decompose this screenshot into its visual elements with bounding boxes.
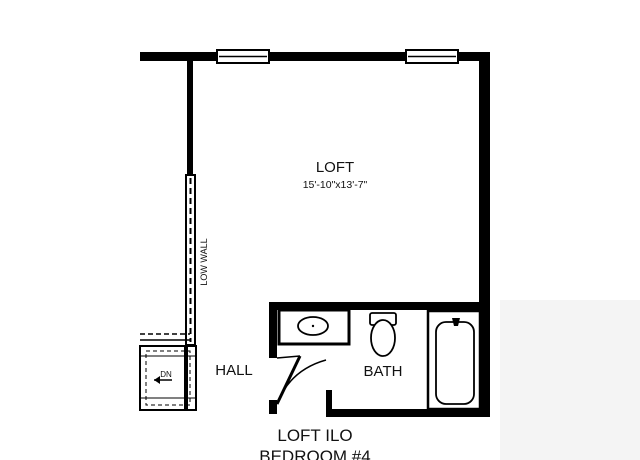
room-label-loft: LOFT [316,159,354,176]
footer-label-line2: BEDROOM #4 [259,447,370,460]
room-label-hall: HALL [215,362,253,379]
door-swing-arc [276,359,327,405]
low-wall [185,174,196,346]
walls [140,52,490,417]
bath-left-wall [269,302,277,358]
bath-door-jamb [326,390,332,417]
stair [139,333,197,411]
stair-direction-label: DN [160,370,172,379]
background-shade [500,300,640,460]
bath-left-wall-stub [269,400,277,414]
toilet-icon [369,312,397,357]
window-left [216,49,270,64]
bath-door [275,355,327,405]
top-wall [140,52,490,61]
room-label-bath: BATH [364,363,403,380]
bath-bottom-wall [330,409,490,417]
door-leaf [275,355,302,405]
right-wall [479,52,490,416]
stair-arrowhead-icon [154,376,160,384]
bathtub-icon [426,309,482,411]
window-right [405,49,459,64]
bath-top-wall [269,302,484,310]
footer-label-line1: LOFT ILO [277,426,352,445]
left-wall-upper [187,58,193,176]
vanity [277,308,351,346]
low-wall-label: LOW WALL [199,238,209,285]
room-dimensions-loft: 15'-10"x13'-7" [303,179,368,191]
